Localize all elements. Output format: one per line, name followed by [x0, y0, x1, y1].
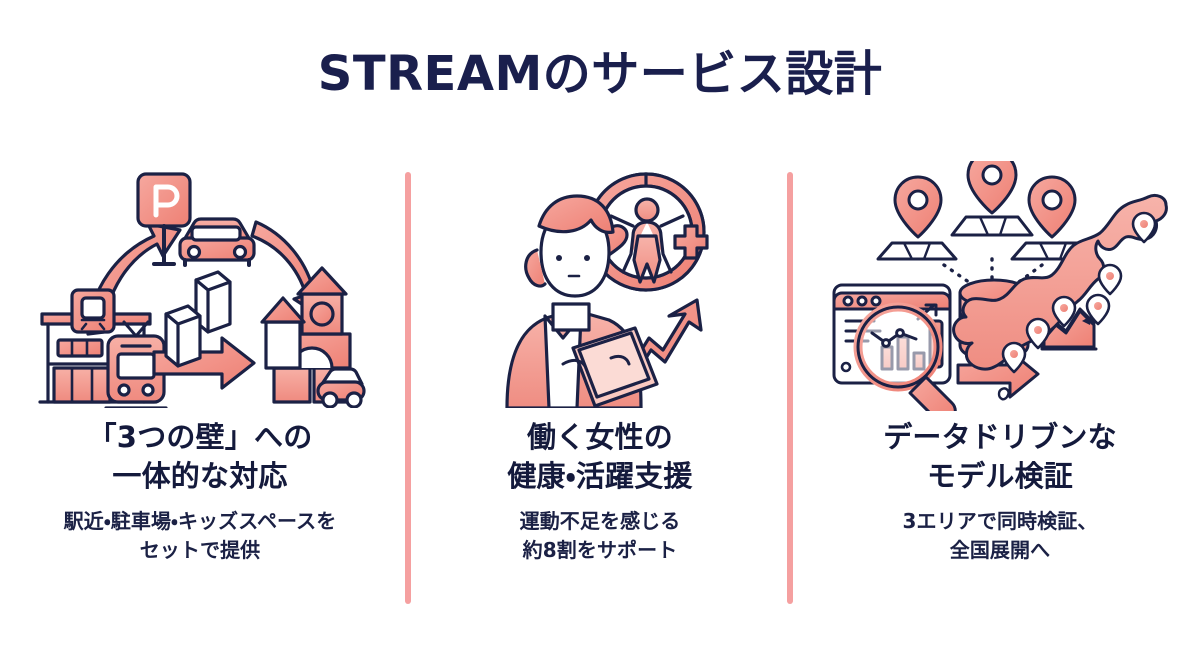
column-data-driven: データドリブンな モデル検証 3エリアで同時検証、 全国展開へ — [800, 160, 1200, 620]
column-body: 3エリアで同時検証、 全国展開へ — [902, 509, 1098, 563]
column-body: 駅近・駐車場・キッズスペースを セットで提供 — [63, 509, 337, 563]
column-body: 運動不足を感じる 約8割をサポート — [519, 509, 681, 563]
data-driven-japan-map-icon — [800, 160, 1200, 412]
column-three-walls: 「3つの壁」への 一体的な対応 駅近・駐車場・キッズスペースを セットで提供 — [0, 160, 400, 620]
column-divider-2 — [787, 172, 793, 604]
page-title: STREAMのサービス設計 — [317, 46, 883, 102]
columns-container: 「3つの壁」への 一体的な対応 駅近・駐車場・キッズスペースを セットで提供 — [0, 160, 1200, 620]
column-heading: 「3つの壁」への 一体的な対応 — [87, 420, 313, 493]
column-heading: 働く女性の 健康・活躍支援 — [507, 420, 693, 493]
column-divider-1 — [405, 172, 411, 604]
working-woman-health-growth-icon — [400, 160, 800, 412]
column-heading: データドリブンな モデル検証 — [883, 420, 1117, 493]
station-parking-kids-cycle-icon — [0, 160, 400, 412]
column-womens-health: 働く女性の 健康・活躍支援 運動不足を感じる 約8割をサポート — [400, 160, 800, 620]
